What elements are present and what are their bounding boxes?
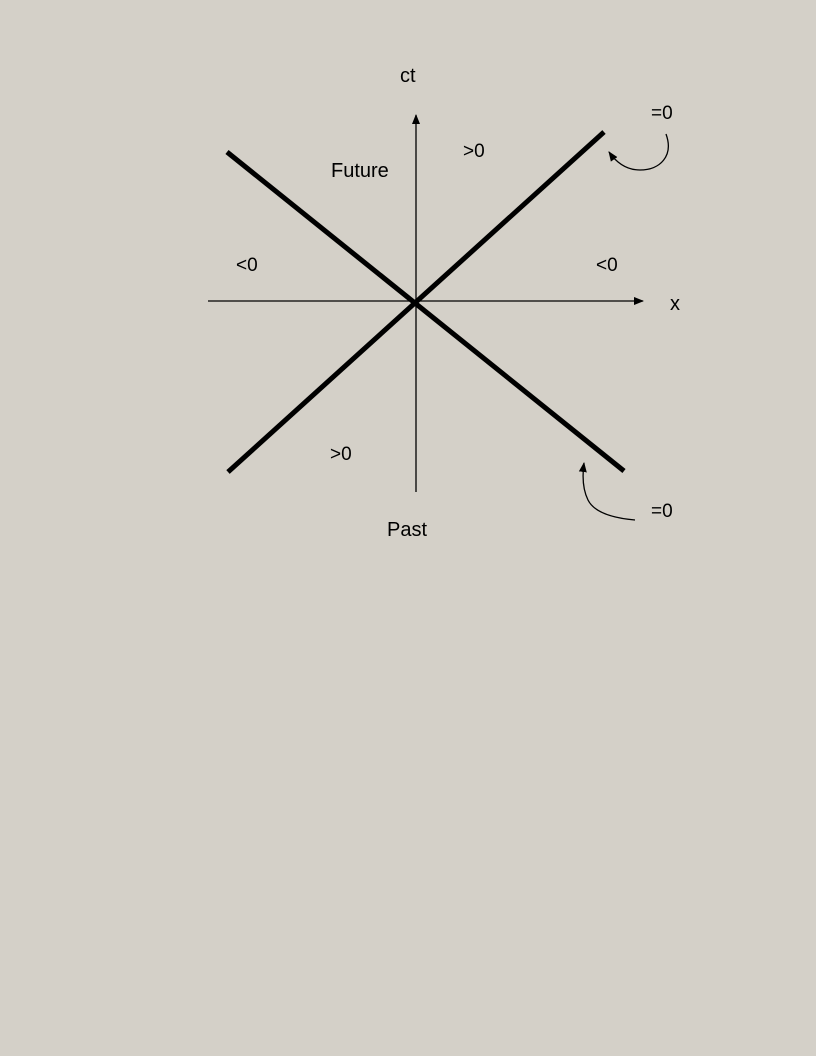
ct-axis-label: ct [400,65,416,87]
bottom-region-label: >0 [330,444,352,465]
x-axis-label: x [670,293,680,315]
upper-pointer-arrow [608,133,669,171]
past-label: Past [387,519,427,541]
light-cone-line-falling [225,150,626,473]
lower-pointer-arrow [578,462,636,521]
left-region-label: <0 [236,255,258,276]
top-region-label: >0 [463,141,485,162]
right-region-label: <0 [596,255,618,276]
future-label: Future [331,160,389,182]
lower-light-cone-label: =0 [651,501,673,522]
upper-light-cone-label: =0 [651,103,673,124]
